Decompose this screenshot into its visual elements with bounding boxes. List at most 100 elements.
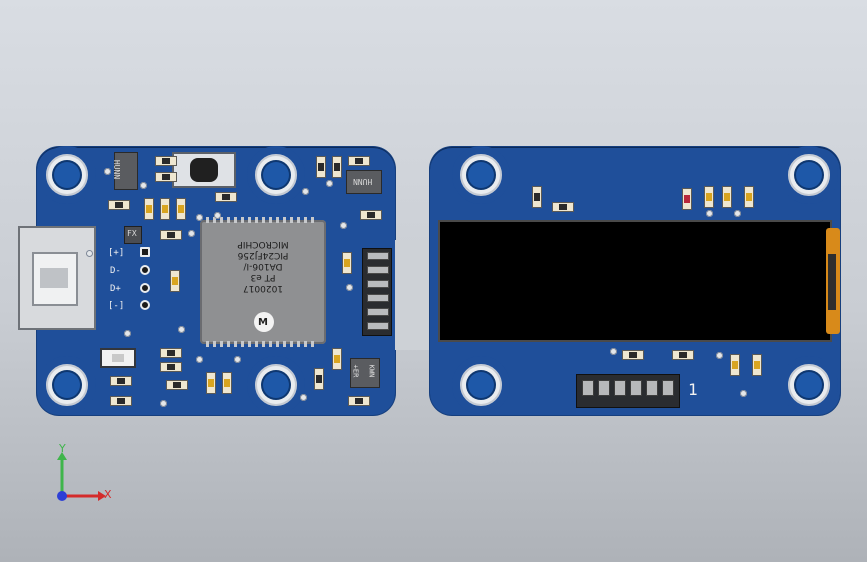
header-pin-2 xyxy=(140,265,150,275)
mcu-line-2: PIC24FJ256 xyxy=(237,250,289,260)
via xyxy=(610,348,617,355)
via xyxy=(302,188,309,195)
button-cap[interactable] xyxy=(190,158,218,182)
mcu-line-5: 1020017 xyxy=(242,283,284,293)
flex-ribbon-inner xyxy=(828,254,836,310)
edge-connector-left xyxy=(362,248,392,336)
mount-hole-top-center xyxy=(247,146,305,204)
axis-y-label: Y xyxy=(59,442,66,455)
inductor-right-label: HUNN xyxy=(353,177,373,186)
connector-pin xyxy=(367,280,389,288)
fpc-pin xyxy=(646,380,658,396)
pin-label-dminus: D- xyxy=(110,266,121,276)
resistor xyxy=(552,202,574,212)
oled-display xyxy=(438,220,832,342)
mount-hole-bottom-center xyxy=(247,356,305,414)
resistor xyxy=(110,396,132,406)
fpc-pin xyxy=(598,380,610,396)
capacitor xyxy=(342,252,352,274)
fpc-pin xyxy=(582,380,594,396)
resistor-red xyxy=(682,188,692,210)
mcu-line-4: PT e3 xyxy=(250,272,276,282)
inductor-top-label: HUNN xyxy=(112,159,122,180)
usb-connector xyxy=(18,226,96,330)
resistor xyxy=(160,362,182,372)
resistor xyxy=(348,156,370,166)
small-ic-label: FX xyxy=(127,229,137,238)
via xyxy=(706,210,713,217)
via xyxy=(234,356,241,363)
capacitor xyxy=(316,156,326,178)
via xyxy=(740,390,747,397)
capacitor xyxy=(160,198,170,220)
resistor xyxy=(622,350,644,360)
reset-button[interactable] xyxy=(172,152,236,188)
via xyxy=(340,222,347,229)
fpc-pin xyxy=(630,380,642,396)
connector-pin1-label: 1 xyxy=(688,380,698,399)
mount-hole-right-top-left xyxy=(452,146,510,204)
axis-x-label: X xyxy=(104,488,112,501)
capacitor xyxy=(206,372,216,394)
capacitor xyxy=(730,354,740,376)
capacitor xyxy=(722,186,732,208)
resistor xyxy=(160,230,182,240)
connector-pin xyxy=(367,252,389,260)
resistor xyxy=(672,350,694,360)
via xyxy=(124,330,131,337)
mount-hole-right-bottom-right xyxy=(780,356,838,414)
capacitor xyxy=(704,186,714,208)
via xyxy=(196,214,203,221)
connector-pin xyxy=(367,266,389,274)
crystal xyxy=(100,348,136,368)
capacitor xyxy=(144,198,154,220)
inductor-right: HUNN xyxy=(346,170,382,194)
via xyxy=(188,230,195,237)
via xyxy=(346,284,353,291)
fpc-pin xyxy=(614,380,626,396)
via xyxy=(214,212,221,219)
mount-hole-right-bottom-left xyxy=(452,356,510,414)
capacitor xyxy=(332,348,342,370)
resistor xyxy=(348,396,370,406)
pin-label-dplus: D+ xyxy=(110,284,121,294)
via xyxy=(140,182,147,189)
via xyxy=(86,250,93,257)
board-notch xyxy=(395,240,433,350)
pin-label-vcc: [+] xyxy=(108,248,125,258)
capacitor xyxy=(332,156,342,178)
resistor xyxy=(155,156,177,166)
connector-pin xyxy=(367,308,389,316)
header-pin-4 xyxy=(140,300,150,310)
via xyxy=(104,168,111,175)
mount-hole-bottom-left xyxy=(38,356,96,414)
capacitor xyxy=(752,354,762,376)
mcu-chip: 1020017 PT e3 DA106-I/ PIC24FJ256 MICROC… xyxy=(200,217,326,347)
microchip-logo-icon: M xyxy=(254,312,274,332)
small-ic: FX xyxy=(124,226,142,244)
regulator-label-1: +ER xyxy=(351,364,360,378)
via xyxy=(716,352,723,359)
connector-pin xyxy=(367,294,389,302)
capacitor xyxy=(314,368,324,390)
via xyxy=(178,326,185,333)
resistor xyxy=(215,192,237,202)
resistor xyxy=(155,172,177,182)
via xyxy=(326,180,333,187)
header-pin-1 xyxy=(140,247,150,257)
axis-triad xyxy=(57,452,106,501)
resistor xyxy=(360,210,382,220)
header-pin-3 xyxy=(140,283,150,293)
via xyxy=(196,356,203,363)
capacitor xyxy=(222,372,232,394)
via xyxy=(734,210,741,217)
fpc-pin xyxy=(662,380,674,396)
inductor-top: HUNN xyxy=(112,152,138,190)
capacitor xyxy=(532,186,542,208)
capacitor xyxy=(744,186,754,208)
resistor xyxy=(166,380,188,390)
mcu-line-1: MICROCHIP xyxy=(237,239,289,249)
resistor xyxy=(110,376,132,386)
capacitor xyxy=(176,198,186,220)
regulator-chip: +ER KWN xyxy=(350,358,380,388)
